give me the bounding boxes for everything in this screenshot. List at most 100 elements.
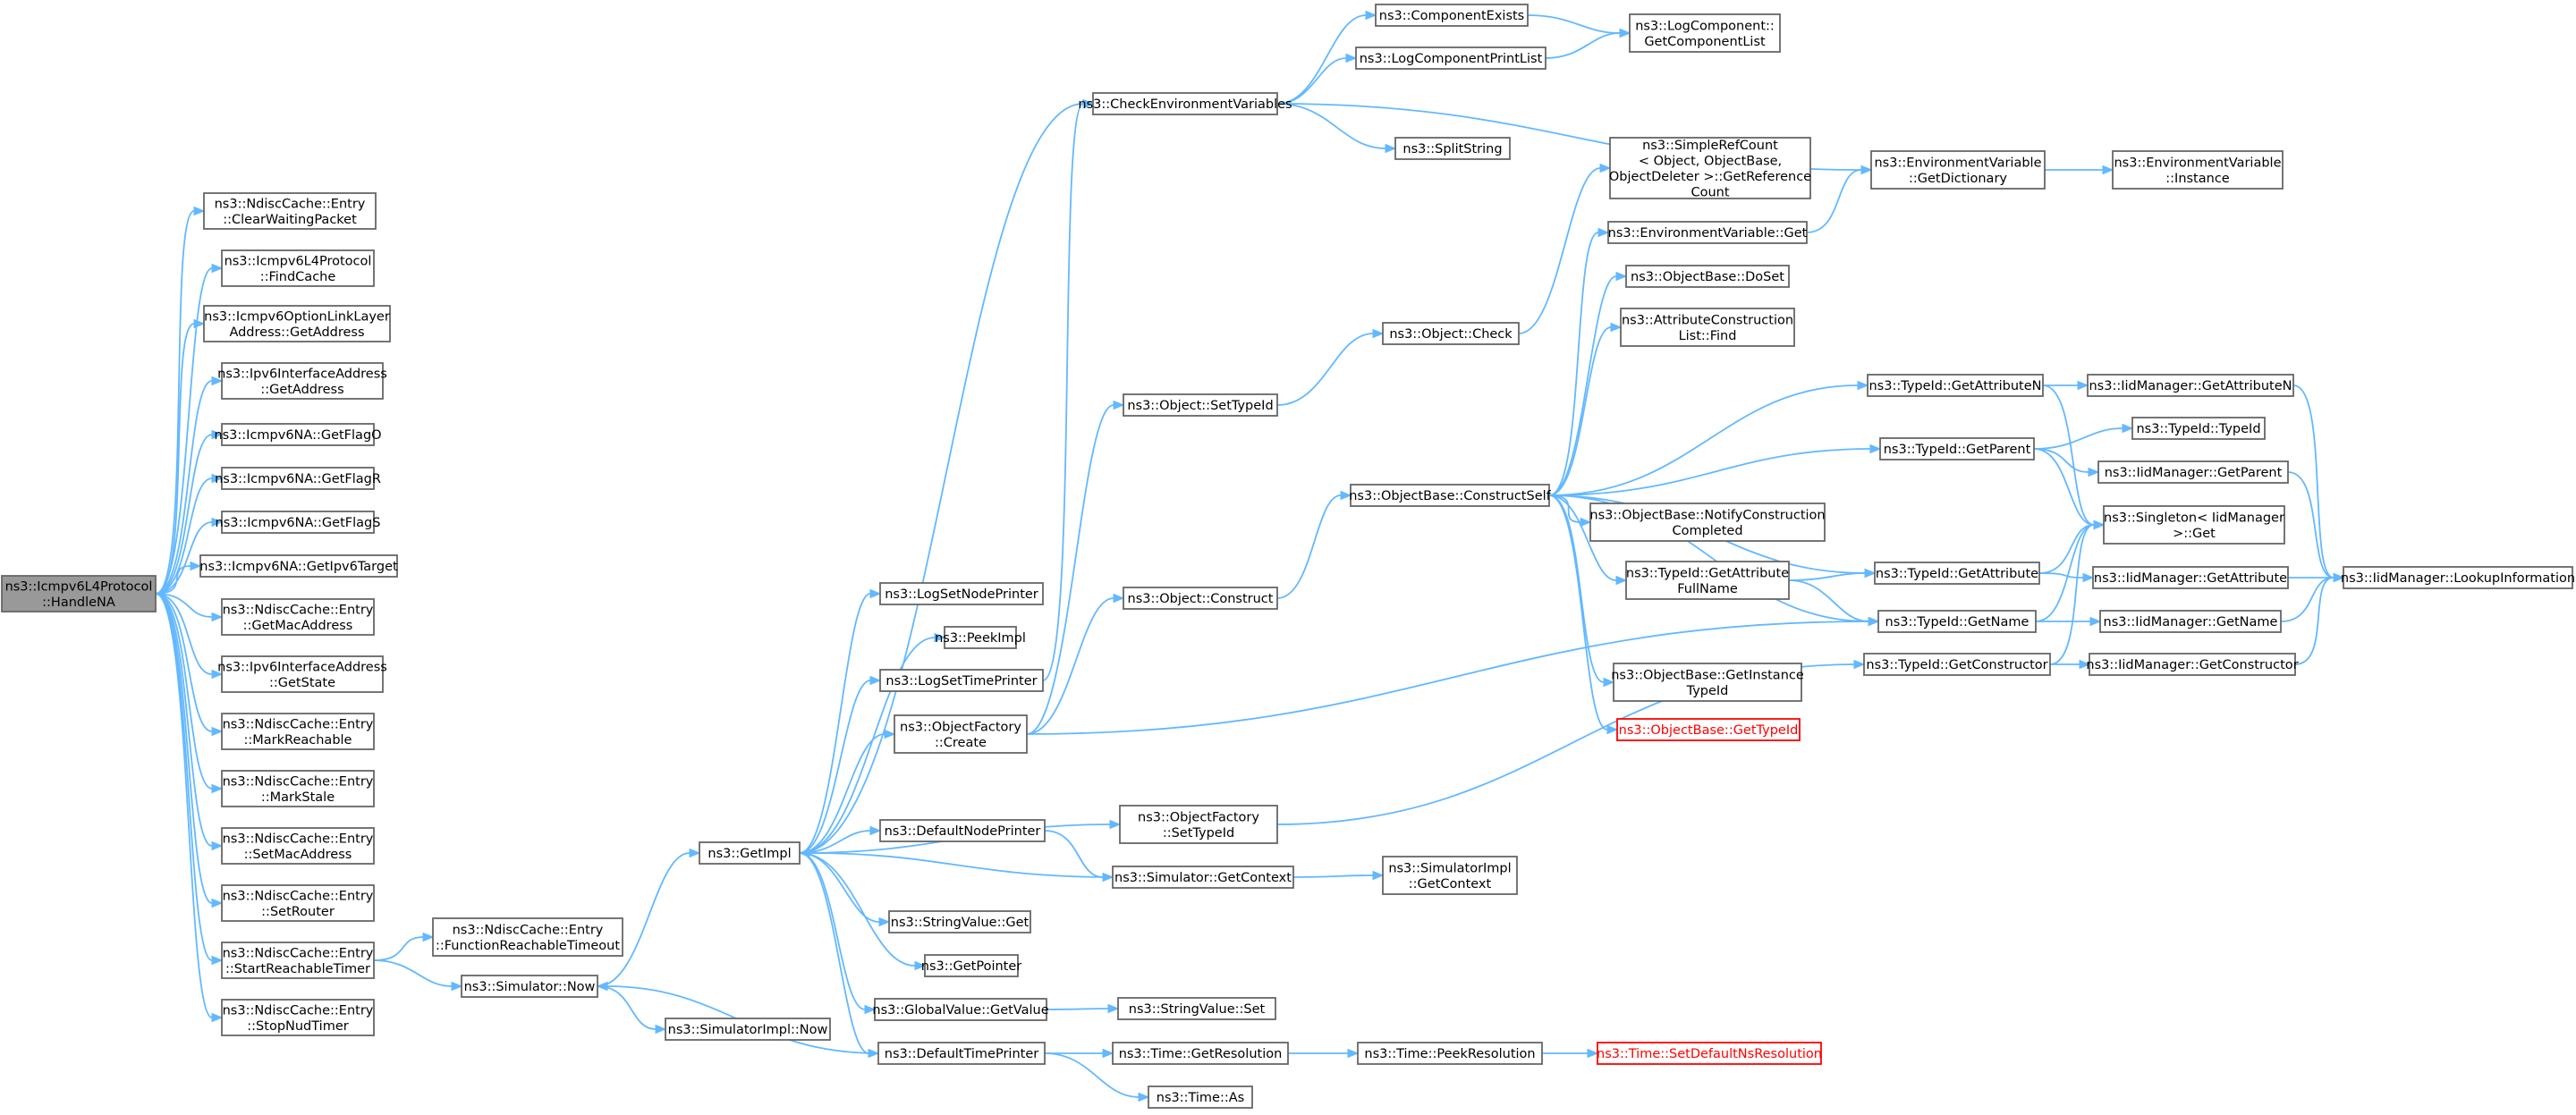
node-peek-impl[interactable]: ns3::PeekImpl — [935, 626, 1026, 649]
node-start-reach[interactable]: ns3::NdiscCache::Entry::StartReachableTi… — [221, 942, 375, 979]
node-obj-base-get-type-id[interactable]: ns3::ObjectBase::GetTypeId — [1616, 718, 1801, 741]
node-label-line: ns3::ObjectFactory — [1138, 810, 1259, 824]
node-log-set-node[interactable]: ns3::LogSetNodePrinter — [879, 582, 1044, 605]
edge-ti-get-parent-to-iid-get-parent — [2033, 448, 2100, 477]
node-root[interactable]: ns3::Icmpv6L4Protocol::HandleNA — [1, 575, 157, 612]
edge-arrowhead — [211, 473, 224, 484]
node-env-get[interactable]: ns3::EnvironmentVariable::Get — [1607, 221, 1808, 244]
node-env-get-dict[interactable]: ns3::EnvironmentVariable::GetDictionary — [1870, 150, 2046, 190]
node-ti-type-id[interactable]: ns3::TypeId::TypeId — [2131, 417, 2266, 440]
edge-arrowhead — [211, 955, 224, 966]
node-flag-s[interactable]: ns3::Icmpv6NA::GetFlagS — [216, 511, 381, 534]
node-str-get[interactable]: ns3::StringValue::Get — [888, 910, 1031, 933]
node-set-router[interactable]: ns3::NdiscCache::Entry::SetRouter — [221, 884, 375, 922]
node-time-get-res[interactable]: ns3::Time::GetResolution — [1112, 1042, 1289, 1065]
node-log-set-time[interactable]: ns3::LogSetTimePrinter — [879, 669, 1044, 692]
edge-get-impl-to-gv-get-value — [799, 852, 877, 1015]
node-check-env[interactable]: ns3::CheckEnvironmentVariables — [1078, 92, 1292, 115]
node-label-line: ns3::ObjectBase::ConstructSelf — [1349, 489, 1551, 503]
node-flag-o[interactable]: ns3::Icmpv6NA::GetFlagO — [214, 423, 382, 446]
edge-arrowhead — [864, 1004, 877, 1015]
node-mark-stale[interactable]: ns3::NdiscCache::Entry::MarkStale — [221, 770, 375, 807]
node-time-peek-res[interactable]: ns3::Time::PeekResolution — [1357, 1042, 1543, 1065]
node-sim-get-context[interactable]: ns3::Simulator::GetContext — [1112, 866, 1294, 889]
node-iid-get-parent[interactable]: ns3::IidManager::GetParent — [2097, 460, 2289, 484]
node-find-cache[interactable]: ns3::Icmpv6L4Protocol::FindCache — [221, 249, 375, 287]
node-iid-get-attr-n[interactable]: ns3::IidManager::GetAttributeN — [2087, 374, 2294, 397]
node-obj-construct[interactable]: ns3::Object::Construct — [1123, 587, 1278, 610]
node-time-as[interactable]: ns3::Time::As — [1148, 1085, 1253, 1109]
edge-line — [799, 637, 936, 854]
node-sim-impl-now[interactable]: ns3::SimulatorImpl::Now — [665, 1018, 831, 1041]
node-log-comp-print[interactable]: ns3::LogComponentPrintList — [1355, 46, 1546, 70]
node-get-comp-list[interactable]: ns3::LogComponent::GetComponentList — [1629, 13, 1781, 53]
node-singleton-get[interactable]: ns3::Singleton< IidManager >::Get — [2103, 505, 2285, 545]
edge-arrowhead — [2079, 659, 2091, 670]
node-label-line: ns3::Simulator::GetContext — [1114, 871, 1292, 885]
edge-line — [2038, 524, 2095, 574]
node-ipv6-target[interactable]: ns3::Icmpv6NA::GetIpv6Target — [199, 554, 398, 578]
node-ti-get-parent[interactable]: ns3::TypeId::GetParent — [1879, 437, 2035, 460]
edge-check-env-to-comp-exists — [1276, 10, 1377, 105]
edge-arrowhead — [211, 726, 224, 737]
edge-line — [2294, 577, 2334, 665]
node-str-set[interactable]: ns3::StringValue::Set — [1117, 997, 1276, 1020]
node-box — [221, 511, 375, 534]
node-box — [924, 954, 1019, 977]
node-of-set-type-id[interactable]: ns3::ObjectFactory::SetTypeId — [1119, 805, 1278, 844]
node-box — [221, 884, 375, 922]
node-iid-get-constructor[interactable]: ns3::IidManager::GetConstructor — [2086, 653, 2299, 676]
node-construct-self[interactable]: ns3::ObjectBase::ConstructSelf — [1349, 484, 1552, 507]
node-gv-get-value[interactable]: ns3::GlobalValue::GetValue — [872, 998, 1049, 1021]
node-sim-now[interactable]: ns3::Simulator::Now — [461, 975, 598, 998]
node-ti-get-attr-n[interactable]: ns3::TypeId::GetAttributeN — [1867, 374, 2044, 397]
node-func-reach-timeout[interactable]: ns3::NdiscCache::Entry::FunctionReachabl… — [432, 917, 623, 957]
node-flag-r[interactable]: ns3::Icmpv6NA::GetFlagR — [215, 467, 381, 490]
node-do-set[interactable]: ns3::ObjectBase::DoSet — [1625, 265, 1790, 288]
node-clear-waiting[interactable]: ns3::NdiscCache::Entry::ClearWaitingPack… — [203, 192, 377, 230]
edge-arrowhead — [1869, 443, 1882, 454]
node-stop-nud[interactable]: ns3::NdiscCache::Entry::StopNudTimer — [221, 999, 375, 1036]
node-obj-set-type-id[interactable]: ns3::Object::SetTypeId — [1123, 393, 1278, 417]
node-obj-check[interactable]: ns3::Object::Check — [1382, 322, 1520, 345]
node-def-node[interactable]: ns3::DefaultNodePrinter — [879, 819, 1046, 842]
node-label-line: ns3::Time::SetDefaultNsResolution — [1597, 1047, 1822, 1061]
node-sim-impl-get-context[interactable]: ns3::SimulatorImpl::GetContext — [1382, 856, 1518, 895]
edge-line — [799, 852, 916, 967]
node-opt-get-address[interactable]: ns3::Icmpv6OptionLinkLayerAddress::GetAd… — [203, 305, 391, 342]
node-split-string[interactable]: ns3::SplitString — [1394, 137, 1511, 160]
edge-line — [2280, 577, 2334, 622]
edge-line — [155, 210, 195, 595]
node-label-line: ns3::IidManager::GetConstructor — [2086, 658, 2298, 672]
node-box — [221, 713, 375, 750]
node-notify-constr[interactable]: ns3::ObjectBase::NotifyConstructionCompl… — [1589, 503, 1826, 542]
node-set-default-ns-res[interactable]: ns3::Time::SetDefaultNsResolution — [1597, 1042, 1822, 1065]
edge-line — [2033, 427, 2123, 450]
node-ti-get-constructor[interactable]: ns3::TypeId::GetConstructor — [1863, 653, 2051, 676]
node-get-pointer[interactable]: ns3::GetPointer — [921, 954, 1022, 977]
node-iid-get-name[interactable]: ns3::IidManager::GetName — [2099, 610, 2282, 633]
node-iid-get-attr[interactable]: ns3::IidManager::GetAttribute — [2092, 566, 2289, 589]
node-get-state[interactable]: ns3::Ipv6InterfaceAddress::GetState — [217, 655, 387, 693]
node-label-line: ::MarkStale — [261, 790, 335, 805]
node-ti-get-name[interactable]: ns3::TypeId::GetName — [1877, 610, 2037, 633]
node-env-instance[interactable]: ns3::EnvironmentVariable::Instance — [2112, 150, 2284, 190]
edge-obj-check-to-ref-count — [1518, 163, 1612, 334]
node-ti-get-attr[interactable]: ns3::TypeId::GetAttribute — [1874, 562, 2040, 585]
node-iid-lookup[interactable]: ns3::IidManager::LookupInformation — [2341, 566, 2575, 589]
node-def-time[interactable]: ns3::DefaultTimePrinter — [877, 1042, 1046, 1065]
node-get-mac[interactable]: ns3::NdiscCache::Entry::GetMacAddress — [221, 598, 375, 636]
edge-arrowhead — [1587, 1048, 1599, 1059]
node-set-mac[interactable]: ns3::NdiscCache::Entry::SetMacAddress — [221, 827, 375, 865]
edge-line — [799, 852, 866, 1010]
node-comp-exists[interactable]: ns3::ComponentExists — [1375, 4, 1529, 27]
edge-of-create-to-obj-set-type-id — [1026, 400, 1125, 735]
node-ref-count[interactable]: ns3::SimpleRefCount< Object, ObjectBase,… — [1609, 137, 1811, 199]
node-mark-reach[interactable]: ns3::NdiscCache::Entry::MarkReachable — [221, 713, 375, 750]
node-get-impl[interactable]: ns3::GetImpl — [699, 841, 801, 865]
node-if-get-address[interactable]: ns3::Ipv6InterfaceAddress::GetAddress — [217, 362, 387, 400]
node-of-create[interactable]: ns3::ObjectFactory::Create — [894, 714, 1028, 754]
